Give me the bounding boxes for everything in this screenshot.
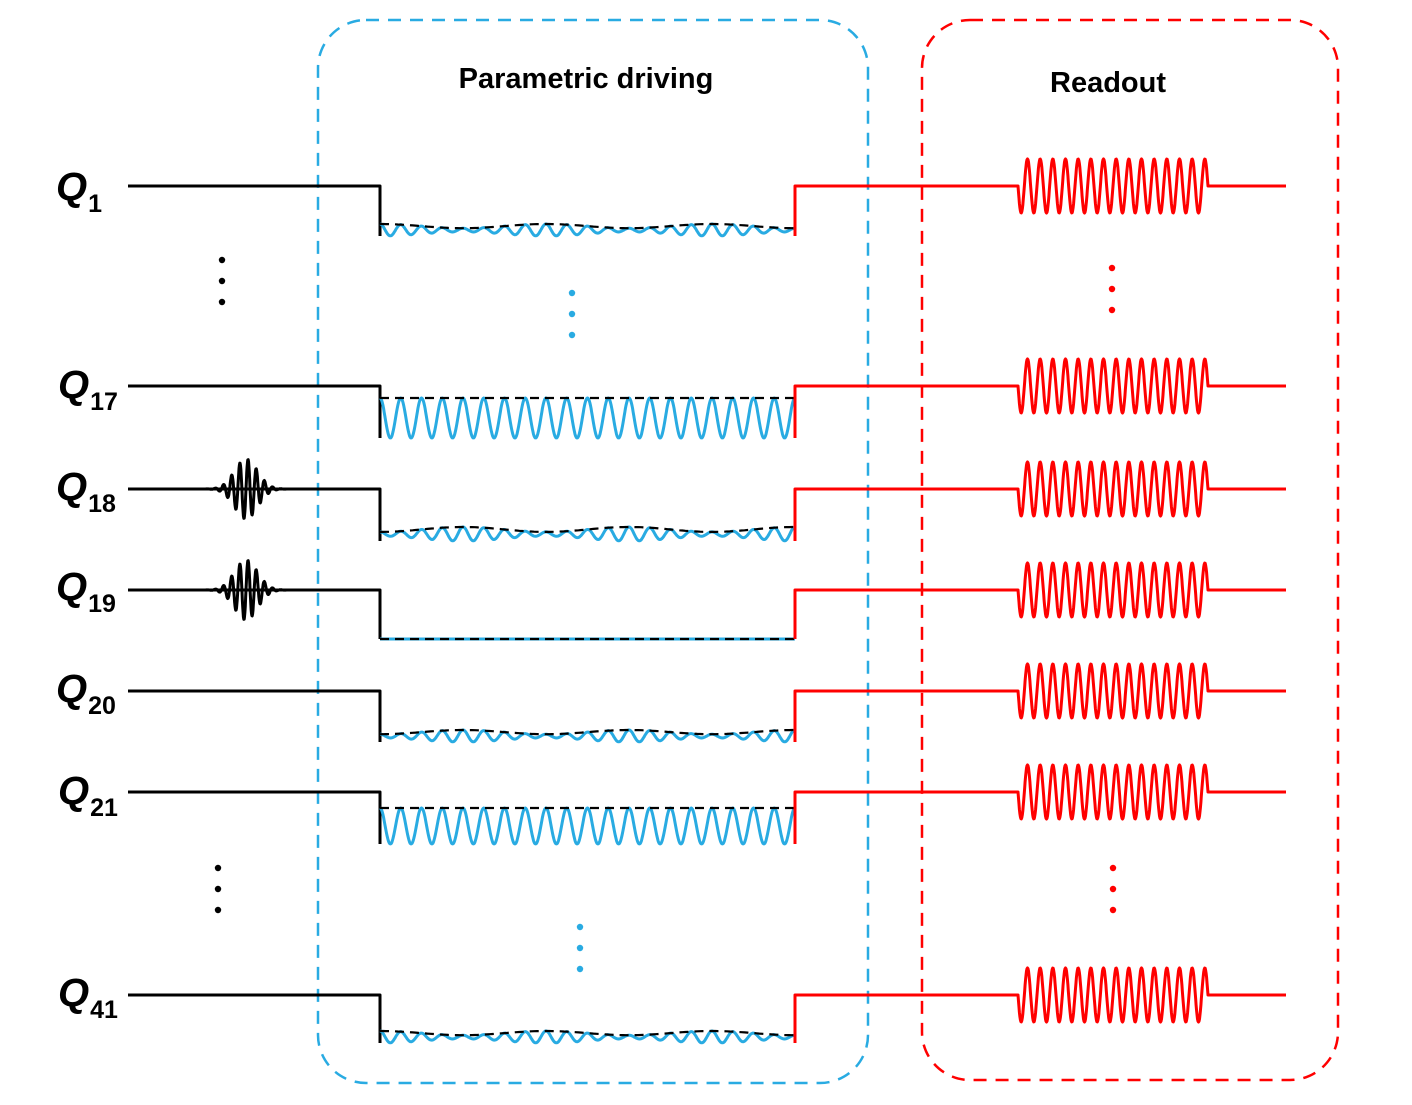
- readout-pulse: [793, 966, 1286, 1043]
- vertical-ellipsis-icon: [1109, 864, 1117, 914]
- qubit-label-21: Q21: [58, 769, 118, 822]
- vertical-ellipsis-icon: [214, 864, 222, 914]
- pi-pulse: [189, 559, 303, 621]
- readout-pulse: [793, 561, 1286, 639]
- readout-box: [920, 18, 1340, 1082]
- svg-text:Q1: Q1: [56, 165, 102, 218]
- qubit-index: 19: [88, 590, 116, 618]
- qubit-baseline: [128, 993, 382, 1043]
- qubit-index: 1: [88, 190, 102, 218]
- vertical-ellipsis-icon: [568, 289, 576, 339]
- svg-text:Q21: Q21: [58, 769, 118, 822]
- readout-pulse: [793, 460, 1286, 541]
- qubit-letter: Q: [58, 971, 89, 1015]
- vertical-ellipsis-icon: [1108, 264, 1116, 314]
- svg-text:Q18: Q18: [56, 465, 116, 518]
- qubit-letter: Q: [58, 363, 89, 407]
- qubit-index: 41: [90, 996, 118, 1024]
- svg-text:Q19: Q19: [56, 565, 116, 618]
- qubit-baseline: [128, 184, 382, 236]
- qubit-index: 20: [88, 692, 116, 720]
- drive-oscillation: [379, 728, 796, 744]
- qubit-letter: Q: [56, 667, 87, 711]
- qubit-label-20: Q20: [56, 667, 116, 720]
- readout-pulse: [793, 357, 1286, 438]
- svg-text:Q17: Q17: [58, 363, 118, 416]
- qubit-letter: Q: [56, 565, 87, 609]
- qubit-baseline: [128, 790, 382, 844]
- parametric-driving-box: [316, 18, 870, 1085]
- drive-envelope: [380, 525, 795, 533]
- drive-oscillation: [379, 525, 796, 543]
- drive-oscillation: [379, 806, 796, 846]
- drive-oscillation: [379, 222, 796, 238]
- svg-text:Q41: Q41: [58, 971, 118, 1024]
- svg-text:Q20: Q20: [56, 667, 116, 720]
- qubit-index: 17: [90, 388, 118, 416]
- drive-oscillation: [379, 1029, 796, 1045]
- qubit-label-17: Q17: [58, 363, 118, 416]
- qubit-baseline: [128, 689, 382, 742]
- pi-pulse: [189, 458, 303, 520]
- vertical-ellipsis-icon: [576, 923, 584, 973]
- drive-envelope: [380, 1029, 795, 1037]
- readout-pulse: [793, 662, 1286, 742]
- pulse-lines: [128, 157, 1286, 1045]
- vertical-ellipsis-icon: [218, 256, 226, 306]
- drive-envelope: [380, 222, 795, 230]
- qubit-label-41: Q41: [58, 971, 118, 1024]
- qubit-label-1: Q1: [56, 165, 102, 218]
- readout-pulse: [793, 763, 1286, 844]
- qubit-label-18: Q18: [56, 465, 116, 518]
- readout-title: Readout: [1050, 67, 1166, 99]
- drive-oscillation: [379, 396, 796, 440]
- qubit-label-19: Q19: [56, 565, 116, 618]
- parametric-driving-title: Parametric driving: [459, 63, 714, 95]
- qubit-index: 21: [90, 794, 118, 822]
- drive-envelope: [380, 728, 795, 736]
- readout-pulse: [793, 157, 1286, 236]
- qubit-letter: Q: [56, 465, 87, 509]
- qubit-letter: Q: [56, 165, 87, 209]
- qubit-letter: Q: [58, 769, 89, 813]
- qubit-baseline: [128, 384, 382, 438]
- qubit-index: 18: [88, 490, 116, 518]
